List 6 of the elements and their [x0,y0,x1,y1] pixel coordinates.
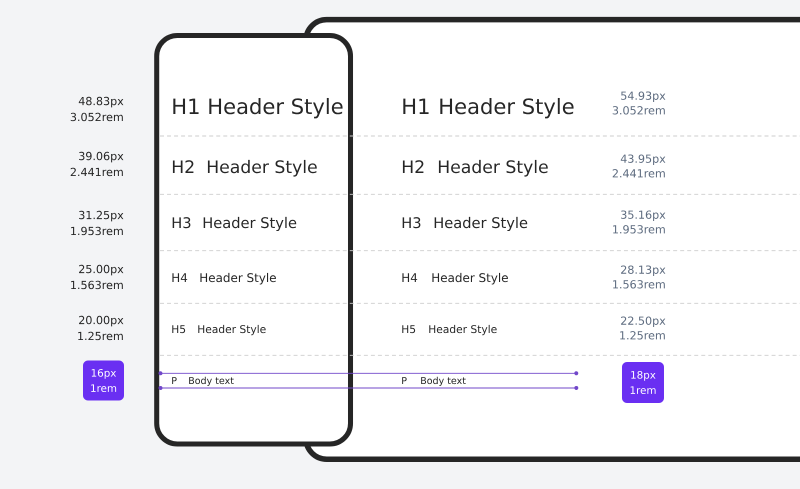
size-label: 25.00px 1.563rem [71,264,124,290]
size-label: 20.00px 1.25rem [78,316,124,340]
size-badge: 16px 1rem [83,360,124,400]
size-label: 39.06px 2.441rem [70,152,124,176]
size-label: 48.83px 3.052rem [70,96,124,122]
size-label: 31.25px 1.953rem [71,210,124,236]
